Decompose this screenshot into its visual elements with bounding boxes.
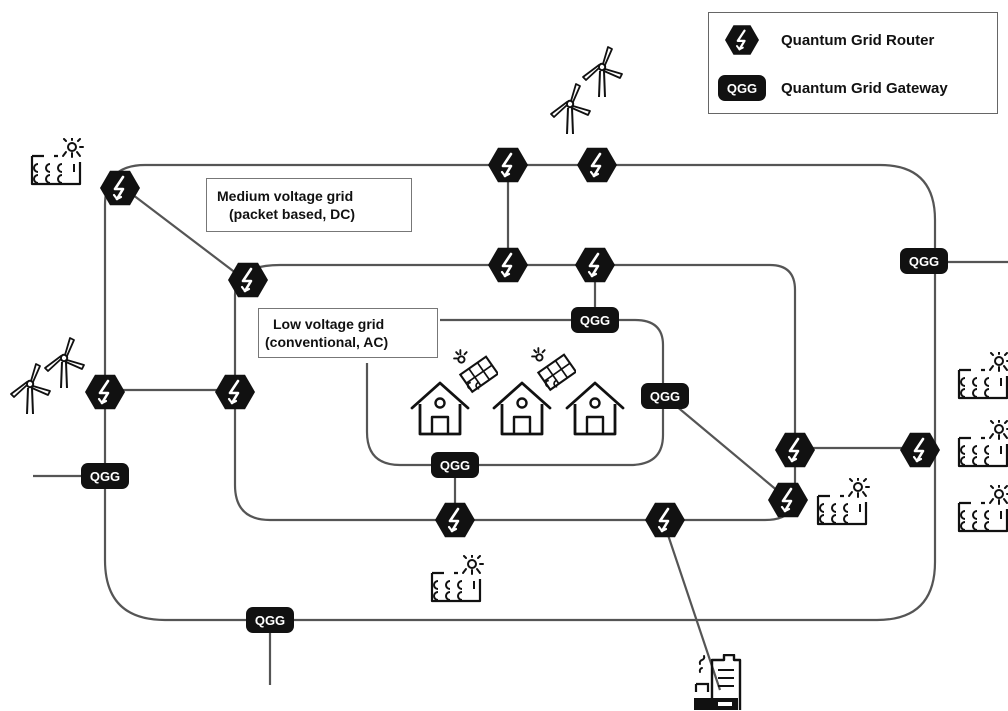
low-voltage-grid-label: Low voltage grid (conventional, AC) — [258, 308, 438, 358]
router-icon — [725, 24, 759, 56]
gateway-label: QGG — [440, 458, 470, 473]
gateway-node: QGG — [246, 607, 294, 633]
legend-router-label: Quantum Grid Router — [781, 31, 935, 49]
gateway-badge-icon: QGG — [718, 75, 766, 101]
solar-factory-icon — [957, 485, 1008, 533]
solar-factory-icon — [430, 555, 485, 603]
wind-turbine-icon — [10, 363, 51, 415]
solar-factory-icon — [957, 352, 1008, 400]
legend-gateway-label: Quantum Grid Gateway — [781, 79, 948, 97]
wind-turbine-icon — [44, 337, 85, 389]
gateway-node: QGG — [900, 248, 948, 274]
low-voltage-grid-subtitle: (conventional, AC) — [265, 334, 389, 350]
solar-factory-icon — [30, 138, 85, 186]
legend: Quantum Grid Router QGG Quantum Grid Gat… — [708, 12, 998, 114]
gateway-node: QGG — [431, 452, 479, 478]
medium-voltage-grid-label: Medium voltage grid (packet based, DC) — [206, 178, 412, 232]
grid-lines — [33, 163, 1008, 691]
houses — [410, 347, 625, 436]
router-icon — [435, 501, 475, 539]
router-icon — [645, 501, 685, 539]
medium-voltage-grid-title: Medium voltage grid — [217, 188, 354, 204]
gateways: QGG QGG QGG QGG QGG QGG — [81, 248, 948, 633]
router-icon — [85, 373, 125, 411]
gateway-node: QGG — [571, 307, 619, 333]
gateway-node: QGG — [641, 383, 689, 409]
legend-gateway-badge: QGG — [727, 81, 757, 96]
house-icon — [492, 381, 552, 436]
gateway-label: QGG — [255, 613, 285, 628]
router-icon — [488, 146, 528, 184]
gateway-label: QGG — [909, 254, 939, 269]
house-icon — [410, 381, 470, 436]
legend-router-row: Quantum Grid Router — [725, 24, 935, 56]
router-icon — [775, 431, 815, 469]
gateway-node: QGG — [81, 463, 129, 489]
router-icon — [228, 261, 268, 299]
router-icon — [488, 246, 528, 284]
solar-factory-icon — [816, 478, 871, 526]
gateway-label: QGG — [90, 469, 120, 484]
gateway-label: QGG — [650, 389, 680, 404]
solar-factories — [30, 138, 1008, 603]
router-icon — [215, 373, 255, 411]
medium-voltage-grid-subtitle: (packet based, DC) — [229, 206, 356, 222]
router-icon — [575, 246, 615, 284]
solar-panel-icon — [453, 349, 498, 393]
solar-panel-icon — [531, 347, 576, 391]
inner-medium-ring — [233, 263, 797, 522]
solar-factory-icon — [957, 420, 1008, 468]
legend-gateway-row: QGG Quantum Grid Gateway — [717, 73, 948, 103]
house-icon — [565, 381, 625, 436]
low-voltage-ring — [365, 318, 665, 467]
gateway-label: QGG — [580, 313, 610, 328]
router-icon — [577, 146, 617, 184]
connection-lines — [33, 165, 1008, 691]
low-voltage-grid-title: Low voltage grid — [273, 316, 385, 332]
wind-turbine-icon — [550, 83, 591, 135]
wind-turbine-icon — [582, 46, 623, 98]
